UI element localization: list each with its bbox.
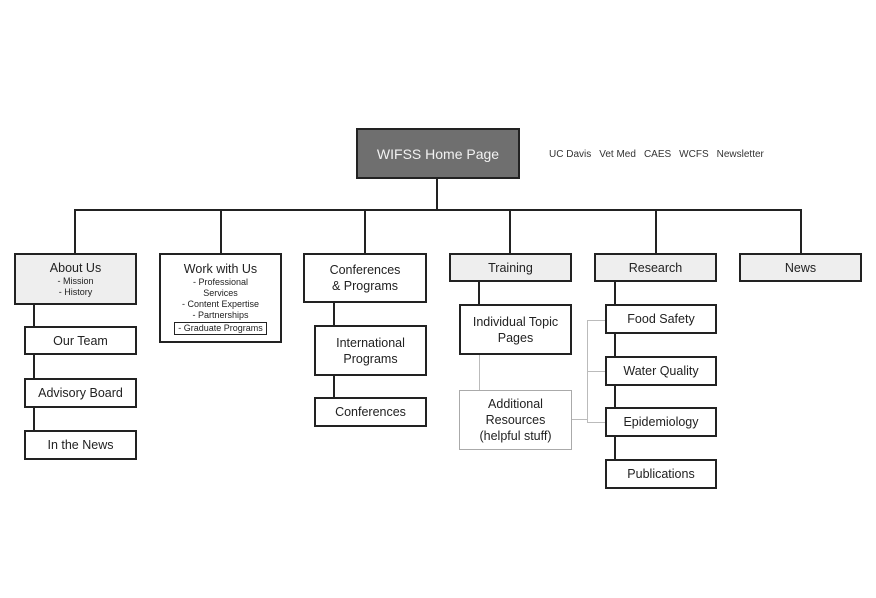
connector-extra-epi (587, 422, 605, 423)
connector-about (74, 209, 76, 254)
research-title: Research (628, 260, 683, 275)
top-link[interactable]: WCFS (679, 149, 709, 160)
node-label: Conferences (335, 405, 406, 419)
node-label: Resources (485, 413, 546, 427)
node-label: Advisory Board (38, 386, 123, 400)
conferences-box[interactable]: Conferences (314, 397, 427, 427)
top-link[interactable]: Vet Med (599, 149, 636, 160)
top-link[interactable]: CAES (643, 149, 672, 160)
additional-resources-box[interactable]: Additional Resources (helpful stuff) (459, 390, 572, 450)
conferences-title: & Programs (332, 279, 398, 293)
work-item: - Content Expertise (181, 299, 260, 309)
node-label: Individual Topic (472, 314, 559, 329)
node-label: (helpful stuff) (479, 429, 552, 443)
connector-training (509, 209, 511, 254)
news-box[interactable]: News (739, 253, 862, 282)
top-link[interactable]: Newsletter (716, 149, 764, 160)
node-label: Pages (497, 330, 534, 345)
connector-training-extra (479, 354, 480, 390)
node-label: Additional (488, 397, 543, 411)
advisory-board-box[interactable]: Advisory Board (24, 378, 137, 408)
connector-horizontal-main (74, 209, 802, 211)
node-label: In the News (47, 438, 114, 452)
node-label: Epidemiology (623, 415, 699, 429)
in-the-news-box[interactable]: In the News (24, 430, 137, 460)
training-title: Training (488, 260, 533, 275)
individual-topic-pages-box[interactable]: Individual Topic Pages (459, 304, 572, 355)
connector-training-children (478, 281, 480, 305)
connector-extra-water (587, 371, 605, 372)
work-item: Services (203, 288, 238, 298)
node-label: Publications (627, 467, 695, 481)
about-us-title: About Us (49, 261, 102, 275)
international-programs-box[interactable]: International Programs (314, 325, 427, 376)
connector-extra-food (587, 320, 605, 321)
work-item: - Partnerships (192, 310, 249, 320)
about-item: - History (58, 287, 93, 297)
our-team-box[interactable]: Our Team (24, 326, 137, 355)
research-box[interactable]: Research (594, 253, 717, 282)
water-quality-box[interactable]: Water Quality (605, 356, 717, 386)
node-label: Water Quality (623, 364, 699, 378)
food-safety-box[interactable]: Food Safety (605, 304, 717, 334)
connector-home-down (436, 178, 438, 210)
about-item: - Mission (57, 276, 94, 286)
work-with-us-box[interactable]: Work with Us - Professional Services - C… (159, 253, 282, 343)
home-page-box[interactable]: WIFSS Home Page (356, 128, 520, 179)
node-label: Programs (343, 351, 398, 366)
work-with-us-title: Work with Us (183, 262, 258, 276)
epidemiology-box[interactable]: Epidemiology (605, 407, 717, 437)
connector-extra-h (572, 419, 588, 420)
connector-conferences (364, 209, 366, 254)
about-us-box[interactable]: About Us - Mission - History (14, 253, 137, 305)
connector-work (220, 209, 222, 254)
training-box[interactable]: Training (449, 253, 572, 282)
connector-research (655, 209, 657, 254)
work-item: - Professional (192, 277, 249, 287)
connector-news (800, 209, 802, 254)
node-label: Our Team (53, 333, 108, 348)
publications-box[interactable]: Publications (605, 459, 717, 489)
news-title: News (784, 260, 817, 275)
home-page-label: WIFSS Home Page (376, 145, 500, 162)
work-item-highlight: - Graduate Programs (174, 322, 267, 335)
node-label: International (336, 335, 405, 350)
top-link[interactable]: UC Davis (549, 149, 592, 160)
connector-about-children (33, 304, 35, 430)
conferences-programs-box[interactable]: Conferences & Programs (303, 253, 427, 303)
top-links: UC Davis Vet Med CAES WCFS Newsletter (549, 149, 764, 160)
conferences-title: Conferences (329, 263, 401, 277)
node-label: Food Safety (627, 312, 695, 326)
